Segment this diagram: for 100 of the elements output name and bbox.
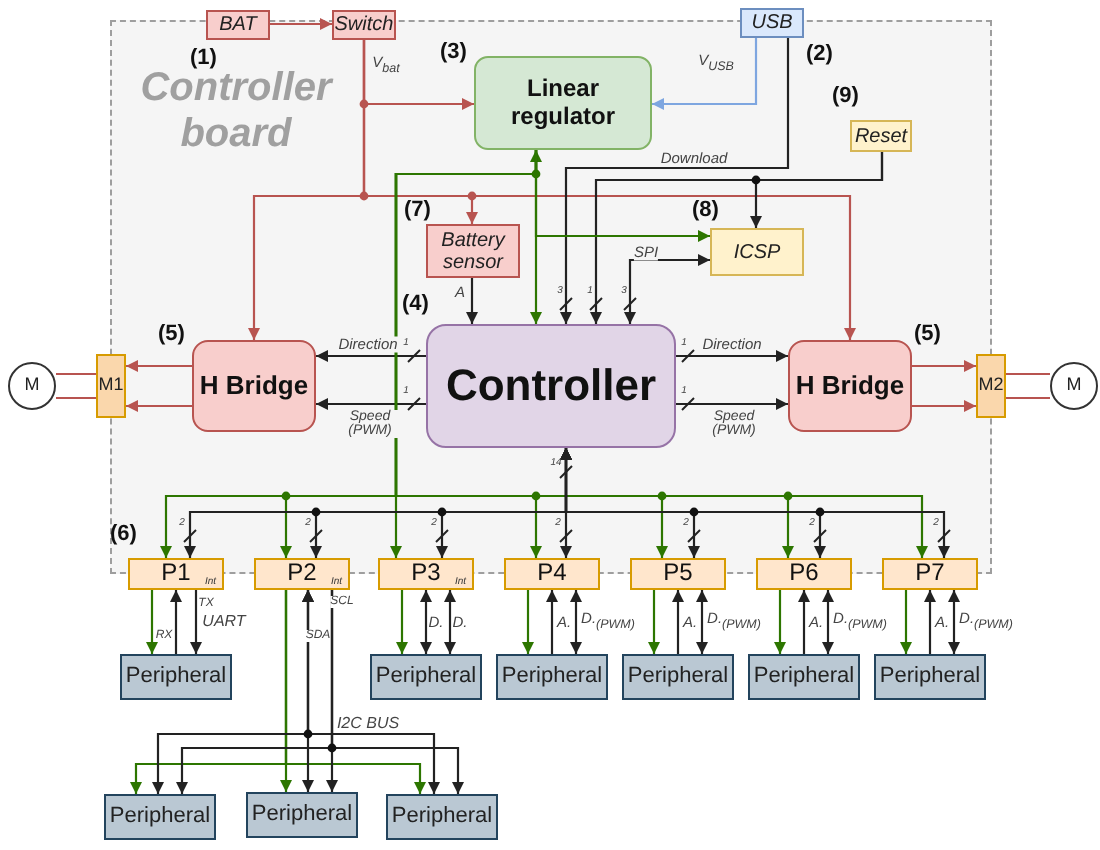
connector-arrow — [676, 350, 788, 362]
peripheral-box — [104, 794, 216, 840]
connector-arrow — [316, 350, 426, 362]
connector-arrow — [900, 590, 912, 654]
port-box — [504, 558, 600, 590]
connector-arrow — [302, 590, 440, 794]
callout-number: (9) — [832, 86, 859, 108]
peripheral-box — [120, 654, 232, 700]
box-label: Peripheral — [627, 664, 729, 690]
box-label: Linear regulator — [508, 76, 617, 130]
connector-arrow — [284, 590, 426, 794]
peripheral-box — [246, 792, 358, 838]
box-label: Controller — [445, 361, 657, 411]
box-label: M2 — [978, 376, 1004, 396]
callout-number: (3) — [440, 42, 467, 64]
connector-arrow — [774, 590, 786, 654]
box-label: Peripheral — [251, 802, 353, 828]
connector-arrow — [560, 38, 790, 324]
peripheral-box — [370, 654, 482, 700]
connector-box — [96, 354, 126, 418]
connector-arrow — [648, 590, 660, 654]
box-label: Peripheral — [501, 664, 603, 690]
peripheral-box — [496, 654, 608, 700]
connector-arrow — [146, 590, 158, 654]
box-label: Reset — [854, 125, 908, 147]
connector-arrow — [798, 590, 810, 654]
board-title: Controller board — [138, 66, 336, 158]
box-label: Peripheral — [753, 664, 855, 690]
callout-number: (2) — [806, 44, 833, 66]
box-label: P1 — [161, 560, 191, 588]
callout-number: (8) — [692, 200, 719, 222]
box-label: Peripheral — [879, 664, 981, 690]
connector-arrow — [126, 400, 192, 412]
box-label: P2 — [287, 560, 317, 588]
bus-label: I2C BUS — [336, 716, 400, 732]
connector-arrow — [546, 590, 558, 654]
connector-arrow — [170, 590, 182, 654]
connector-arrow — [676, 398, 788, 410]
callout-number: (5) — [158, 324, 185, 346]
connector-arrow — [822, 590, 834, 654]
bus-label: UART — [202, 614, 246, 630]
connector-arrow — [190, 590, 202, 654]
box-label: M — [24, 376, 40, 396]
connector-arrow — [560, 448, 950, 558]
connector-arrow — [672, 590, 684, 654]
peripheral-box — [386, 794, 498, 840]
connector-arrow — [912, 360, 976, 372]
box-label: P6 — [789, 560, 819, 588]
box-label: Peripheral — [109, 804, 211, 830]
connector-arrow — [420, 590, 432, 654]
box-label: P5 — [663, 560, 693, 588]
connector-arrow — [696, 590, 708, 654]
connector-arrow — [570, 590, 582, 654]
peripheral-box — [874, 654, 986, 700]
peripheral-box — [748, 654, 860, 700]
connector-arrow — [394, 150, 928, 558]
box-label: M — [1066, 376, 1082, 396]
box-label: H Bridge — [795, 371, 905, 401]
box-label: P7 — [915, 560, 945, 588]
box-label: Peripheral — [375, 664, 477, 690]
box-label: BAT — [219, 14, 257, 36]
callout-number: (7) — [404, 200, 431, 222]
connector-arrow — [270, 18, 332, 30]
connector-arrow — [750, 152, 884, 228]
box-label: P4 — [537, 560, 567, 588]
connector-arrow — [444, 590, 456, 654]
peripheral-box — [622, 654, 734, 700]
connector-arrow — [396, 590, 408, 654]
box-label: Peripheral — [391, 804, 493, 830]
box-label: Switch — [334, 14, 394, 36]
port-box — [756, 558, 852, 590]
connector-arrow — [330, 590, 464, 794]
box-label: USB — [751, 12, 793, 34]
port-box — [630, 558, 726, 590]
connector-arrow — [316, 398, 426, 410]
box-label: Battery sensor — [439, 229, 508, 273]
port-box — [254, 558, 350, 590]
box-label: P3 — [411, 560, 441, 588]
callout-number: (4) — [402, 294, 429, 316]
port-box — [882, 558, 978, 590]
box-label: ICSP — [733, 241, 781, 263]
connector-arrow — [652, 38, 758, 110]
callout-number: (5) — [914, 324, 941, 346]
connector-arrow — [530, 150, 710, 242]
connector-arrow — [466, 278, 478, 324]
connector-box — [976, 354, 1006, 418]
connector-arrow — [522, 590, 534, 654]
motor-circle — [1050, 362, 1098, 410]
connector-arrow — [924, 590, 936, 654]
motor-circle — [8, 362, 56, 410]
box-label: Peripheral — [125, 664, 227, 690]
box-label: M1 — [98, 376, 124, 396]
connector-arrow — [362, 40, 856, 340]
port-box — [378, 558, 474, 590]
callout-number: (6) — [110, 524, 137, 546]
connector-arrow — [126, 360, 192, 372]
callout-number: (1) — [190, 48, 217, 70]
connector-arrow — [948, 590, 960, 654]
box-label: H Bridge — [199, 371, 309, 401]
connector-arrow — [912, 400, 976, 412]
